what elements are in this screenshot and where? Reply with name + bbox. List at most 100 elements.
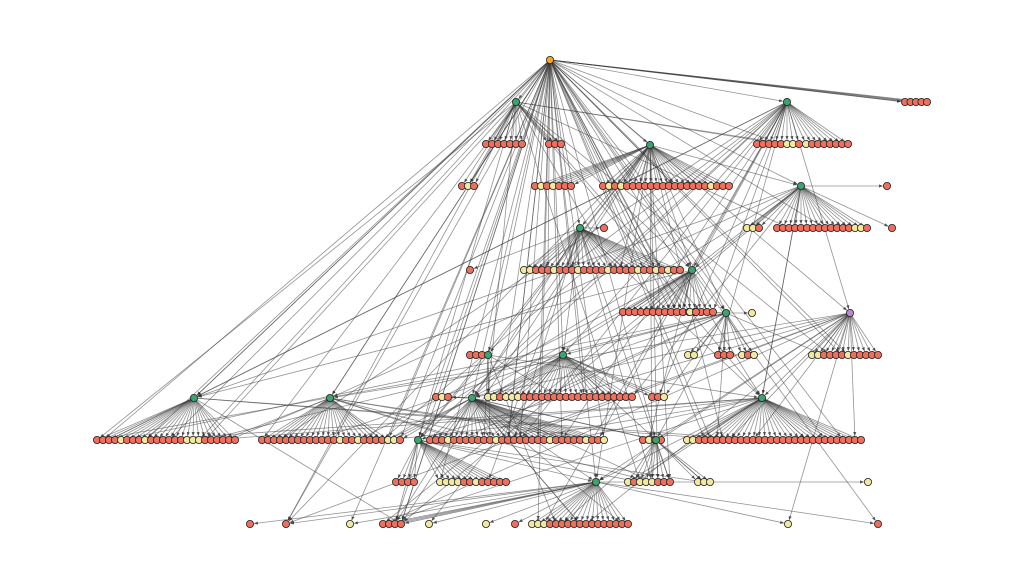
graph-edge [193, 397, 205, 437]
graph-edge [780, 101, 788, 141]
graph-edge [417, 439, 479, 480]
graph-edge [538, 227, 581, 268]
graph-edge [417, 439, 503, 481]
graph-edge [748, 397, 763, 437]
graph-edge [170, 397, 195, 437]
graph-edge [351, 59, 551, 521]
graph-edge [549, 59, 690, 267]
graph-edge [471, 397, 559, 439]
graph-edge [326, 397, 331, 437]
graph-edge [547, 481, 597, 522]
graph-edge [518, 481, 597, 523]
leaf-node [624, 520, 633, 529]
graph-edge [533, 227, 581, 268]
graph-edge [505, 312, 851, 439]
leaf-node [628, 392, 637, 401]
hub-node [846, 308, 855, 317]
graph-edge [472, 59, 551, 395]
graph-edge [595, 481, 626, 521]
graph-edge [153, 397, 195, 438]
graph-edge [214, 397, 763, 441]
graph-edge [549, 59, 661, 267]
graph-edge [420, 144, 651, 437]
graph-edge [589, 312, 851, 522]
graph-edge [193, 397, 216, 437]
hub-node [758, 393, 767, 402]
graph-edge [386, 312, 851, 523]
hub-node [559, 350, 568, 359]
graph-edge [444, 397, 473, 437]
graph-edge [130, 397, 195, 439]
graph-edge [329, 397, 368, 438]
graph-edge [691, 269, 701, 309]
graph-edge [761, 397, 767, 437]
leaf-node [864, 477, 873, 486]
graph-edge [831, 312, 851, 352]
graph-edge [574, 144, 651, 185]
graph-edge [761, 397, 805, 438]
graph-edge [717, 312, 727, 352]
graph-edge [849, 312, 871, 352]
graph-edge [517, 397, 763, 441]
graph-edge [546, 59, 551, 267]
graph-edge [579, 227, 601, 267]
graph-edge [649, 144, 798, 186]
graph-edge [579, 227, 585, 267]
graph-edge [786, 101, 833, 142]
graph-edge [788, 312, 851, 521]
graph-edge [761, 397, 793, 437]
graph-edge [841, 312, 851, 352]
graph-edge [549, 59, 643, 267]
graph-edge [305, 397, 331, 437]
graph-edge [595, 481, 615, 521]
graph-edge [549, 59, 784, 103]
graph-edge [201, 59, 551, 438]
graph-edge [417, 439, 450, 479]
graph-edge [659, 101, 788, 394]
graph-edge [118, 397, 195, 439]
graph-edge [595, 481, 875, 525]
graph-edge [386, 397, 763, 523]
leaf-node [676, 265, 685, 274]
graph-edge [549, 59, 924, 103]
graph-edge [649, 144, 726, 185]
graph-edge [287, 59, 551, 521]
graph-edge [687, 269, 693, 309]
leaf-node [857, 435, 866, 444]
graph-edge [628, 144, 651, 183]
graph-edge [432, 481, 597, 524]
hub-node [413, 435, 422, 444]
graph-edge [800, 185, 808, 225]
graph-edge [599, 312, 851, 480]
leaf-node [874, 350, 883, 359]
leaf-node [443, 392, 452, 401]
leaf-node [395, 435, 404, 444]
graph-edge [800, 185, 818, 225]
graph-edge [655, 439, 707, 480]
graph-edge [197, 101, 788, 397]
leaf-node [863, 223, 872, 232]
leaf-node [874, 520, 883, 529]
graph-edge [719, 397, 763, 438]
graph-edge [487, 354, 759, 399]
graph-edge [421, 312, 851, 440]
leaf-node [481, 520, 490, 529]
graph-edge [100, 397, 195, 439]
graph-edge [391, 185, 802, 439]
leaf-node [748, 308, 757, 317]
graph-edge [526, 354, 564, 395]
graph-edge [403, 144, 651, 521]
hub-node [512, 98, 521, 107]
graph-edge [595, 481, 600, 521]
graph-edge [329, 397, 335, 437]
graph-edge [579, 227, 618, 268]
graph-edge [311, 397, 331, 437]
graph-edge [649, 144, 691, 267]
leaf-node [666, 477, 675, 486]
graph-edge [417, 439, 485, 481]
leaf-node [409, 477, 418, 486]
graph-edge [789, 185, 802, 225]
graph-edge [649, 144, 720, 185]
graph-edge [786, 101, 839, 142]
